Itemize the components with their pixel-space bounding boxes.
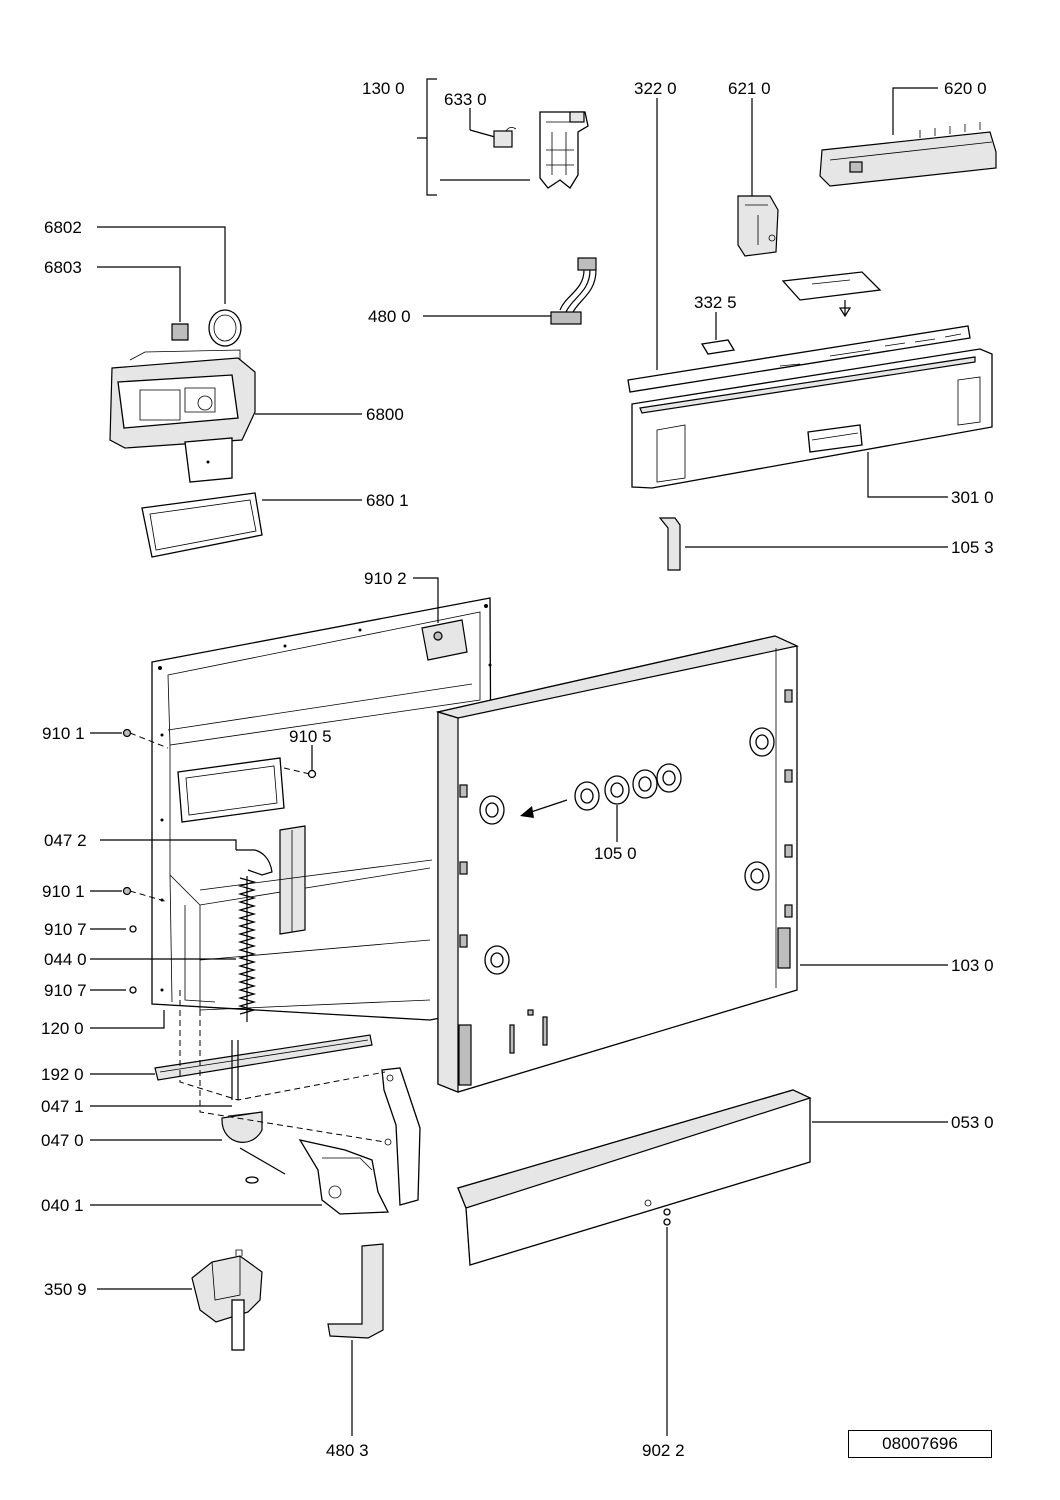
part-outer-door [435, 635, 948, 1093]
callout-044-0: 044 0 [44, 950, 87, 969]
callout-103-0: 103 0 [951, 956, 994, 975]
part-kick-plate [457, 1089, 948, 1436]
callout-040-1: 040 1 [41, 1196, 84, 1215]
callout-910-1-upper: 910 1 [42, 724, 85, 743]
part-bumpers [479, 727, 775, 975]
callout-910-1-lower: 910 1 [42, 882, 85, 901]
callout-6800: 6800 [366, 405, 404, 424]
part-cable-harness [423, 257, 597, 325]
part-hinge-bracket-group [417, 78, 589, 196]
callout-633-0: 633 0 [444, 90, 487, 109]
part-hinge-assembly-bottom [191, 1243, 384, 1436]
callout-332-5: 332 5 [694, 293, 737, 312]
part-screws [122, 728, 317, 994]
callout-910-7-upper: 910 7 [44, 920, 87, 939]
callout-621-0: 621 0 [728, 79, 771, 98]
callout-192-0: 192 0 [41, 1065, 84, 1084]
callout-053-0: 053 0 [951, 1113, 994, 1132]
callout-910-7-lower: 910 7 [44, 981, 87, 1000]
callout-322-0: 322 0 [634, 79, 677, 98]
part-inner-door [151, 597, 493, 1021]
callout-910-5: 910 5 [289, 727, 332, 746]
callout-680-1: 680 1 [366, 491, 409, 510]
callout-105-0: 105 0 [594, 844, 637, 863]
callout-350-9: 350 9 [44, 1280, 87, 1299]
left-leaders [90, 577, 439, 1290]
part-control-panel-group [627, 87, 997, 571]
callout-labels: 130 0 633 0 322 0 621 0 620 0 6802 6803 … [41, 79, 994, 1460]
diagram-reference-number: 08007696 [848, 1430, 992, 1458]
callout-910-2: 910 2 [364, 569, 407, 588]
callout-6802: 6802 [44, 218, 82, 237]
callout-480-0: 480 0 [368, 307, 411, 326]
callout-047-1: 047 1 [41, 1097, 84, 1116]
callout-902-2: 902 2 [642, 1441, 685, 1460]
part-dispenser-group [97, 226, 362, 558]
callout-130-0: 130 0 [362, 79, 405, 98]
callout-301-0: 301 0 [951, 488, 994, 507]
callout-105-3: 105 3 [951, 538, 994, 557]
callout-6803: 6803 [44, 258, 82, 277]
part-spring-hinge [154, 849, 421, 1215]
callout-047-0: 047 0 [41, 1131, 84, 1150]
callout-120-0: 120 0 [41, 1019, 84, 1038]
callout-480-3: 480 3 [326, 1441, 369, 1460]
callout-620-0: 620 0 [944, 79, 987, 98]
callout-047-2: 047 2 [44, 831, 87, 850]
